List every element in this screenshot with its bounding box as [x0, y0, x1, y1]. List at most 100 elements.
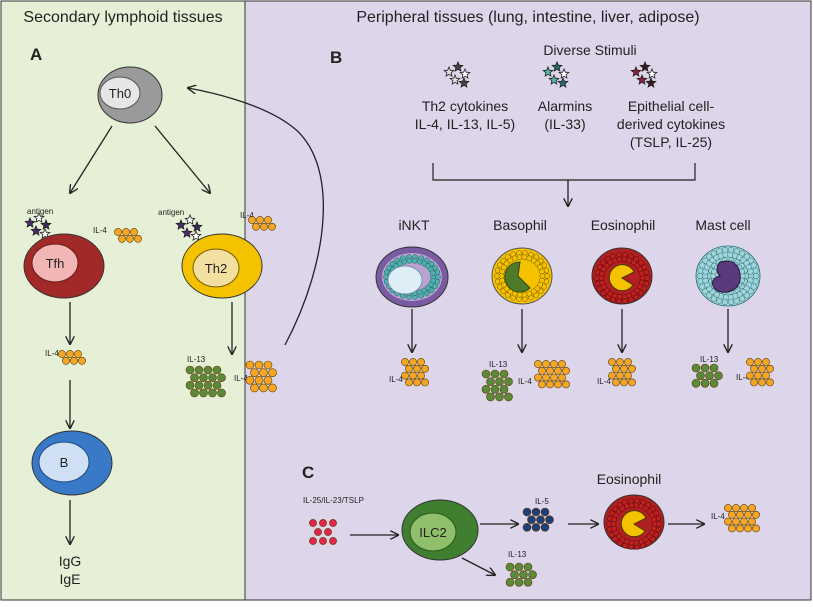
cytokine-dot-layer [58, 216, 774, 587]
granule [752, 278, 759, 285]
cytokine-dot [409, 358, 417, 366]
cytokine-dot [762, 358, 770, 366]
granule [696, 272, 704, 280]
granule [626, 292, 633, 299]
cytokine-dot [122, 228, 130, 236]
cytokine-dot [562, 380, 570, 389]
cytokine-dot [268, 368, 277, 377]
cytokine-dot [417, 358, 425, 366]
cytokine-dot [534, 373, 542, 382]
cytokine-dot [746, 358, 754, 366]
cytokine-dot [527, 515, 536, 524]
il4-label: IL-4 [711, 512, 725, 521]
il4-label: IL-4 [389, 375, 403, 384]
granule [425, 285, 431, 291]
cytokine-dot [490, 384, 500, 394]
granule [646, 533, 653, 540]
th0-cell: Th0 [97, 66, 163, 124]
inkt-cell [375, 246, 449, 308]
cytokine-dot [190, 388, 199, 398]
arrow-th0-to-th2 [154, 125, 210, 193]
cytokine-dot [212, 380, 222, 390]
basophil-cell [491, 247, 553, 305]
granule [600, 266, 607, 273]
il13-label: IL-13 [700, 355, 719, 364]
cytokine-dot [134, 234, 142, 243]
cytokine-dot [263, 375, 273, 385]
cytokine-dot [628, 364, 636, 373]
ilc2-cell: ILC2 [401, 499, 479, 561]
cytokine-dot [250, 368, 259, 377]
cytokine-dot [217, 388, 226, 398]
granule [521, 254, 528, 261]
il13-label: IL-13 [508, 550, 527, 559]
cytokine-dot [740, 504, 748, 512]
cytokine-dot [409, 371, 417, 380]
cytokine-dot [550, 360, 558, 368]
cytokine-dot [405, 364, 413, 373]
cytokine-dot [750, 378, 758, 387]
cytokine-dot [263, 360, 273, 370]
stim-epi-line1: Epithelial cell- [628, 98, 715, 114]
cytokine-dot [724, 504, 732, 512]
granule [435, 274, 441, 280]
star [33, 211, 45, 223]
cytokine-dot [538, 380, 546, 389]
cytokine-dot [268, 383, 277, 393]
cytokine-dot [185, 365, 195, 375]
cytokine-dot [758, 364, 766, 373]
cytokine-dot [700, 363, 710, 373]
cytokine-dot [190, 373, 199, 382]
label-a: A [30, 45, 42, 64]
il4-dot-cluster [724, 504, 760, 533]
cytokine-dot [208, 388, 217, 398]
il4-dot-cluster [114, 228, 142, 243]
cytokine-dot [616, 358, 624, 366]
granule [697, 267, 704, 274]
stimuli-title: Diverse Stimuli [543, 42, 636, 58]
granule [603, 262, 610, 269]
granule [628, 539, 635, 546]
cytokine-dot [309, 537, 317, 545]
cytokine-dot [732, 504, 740, 512]
stimuli-bracket [432, 163, 696, 181]
granule [539, 268, 545, 275]
cytokine-dot [732, 517, 740, 526]
ige-label: IgE [59, 571, 80, 587]
b-label: B [60, 455, 69, 470]
granule [611, 257, 618, 264]
star [30, 224, 42, 236]
star [181, 226, 193, 238]
granule [534, 285, 541, 292]
cytokine-dot [744, 510, 752, 519]
granule [623, 503, 630, 510]
granule [503, 260, 510, 267]
cytokine-dot [329, 519, 337, 527]
cytokine-dot [531, 522, 541, 532]
granule [615, 533, 622, 540]
cytokine-dot [250, 383, 259, 393]
tfh-cell: Tfh [23, 233, 105, 299]
cytokine-dot [495, 377, 504, 386]
cytokine-dot [194, 380, 204, 390]
cytokine-dot [499, 384, 509, 394]
star [646, 67, 658, 79]
granule [621, 256, 628, 263]
stim-alarmins-line2: (IL-33) [544, 116, 585, 132]
cytokine-dot [254, 360, 264, 370]
cytokine-dot [700, 378, 710, 388]
cytokine-dot [260, 222, 268, 231]
cytokine-dot [248, 216, 256, 224]
cytokine-dot [481, 384, 491, 394]
antigen-label-tfh: antigen [27, 207, 53, 216]
cytokine-dot [538, 366, 546, 375]
cytokine-dot [499, 369, 509, 379]
cytokine-dot [522, 522, 532, 532]
star [636, 73, 648, 85]
cytokine-dot [70, 356, 78, 365]
cytokine-dot [740, 517, 748, 526]
cytokine-dot [417, 371, 425, 380]
cytokine-dot [620, 378, 628, 387]
stimulus-dot-cluster [309, 519, 337, 545]
